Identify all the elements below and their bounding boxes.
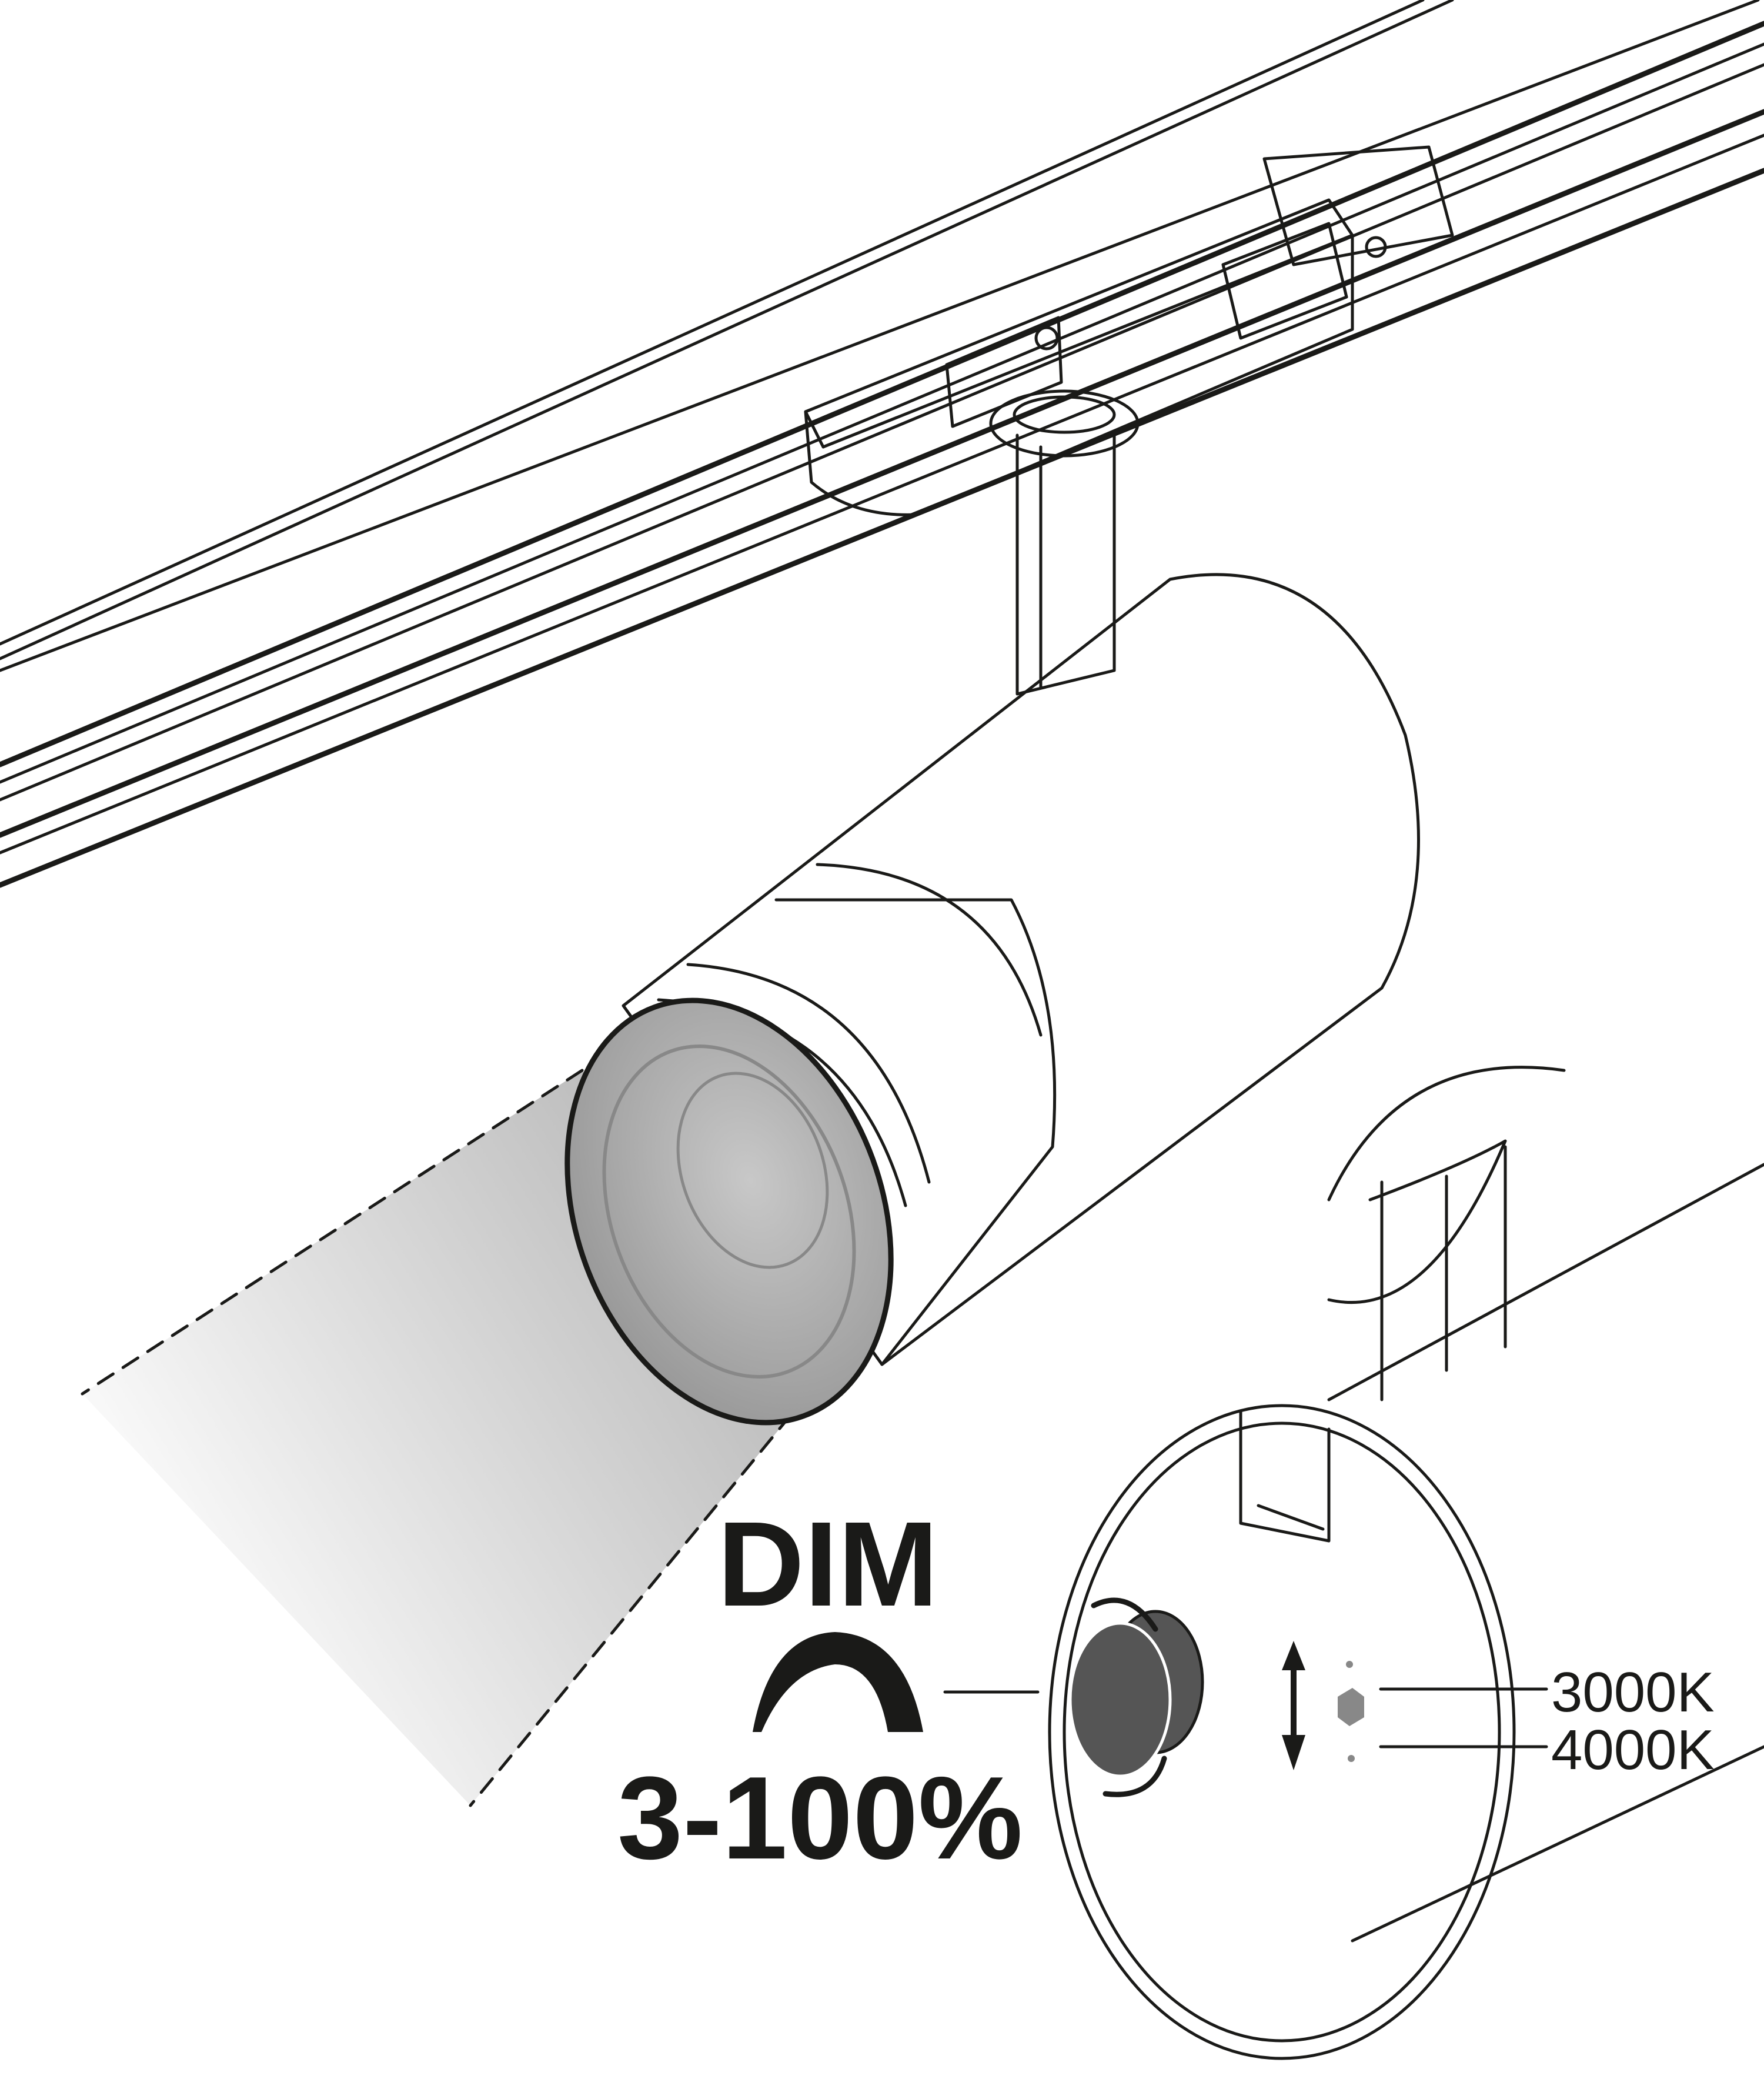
up-down-arrow-icon [1282, 1641, 1305, 1770]
rotate-arrow-icon [1091, 1597, 1158, 1632]
dim-arc-icon [753, 1632, 923, 1732]
spotlight-stem [989, 389, 1140, 696]
end-cap-detail [1048, 1066, 1764, 2060]
track-rail [0, 0, 1764, 888]
dim-range-label: 3-100% [617, 1753, 1023, 1884]
lens-opening [564, 997, 894, 1426]
track-adapter [804, 145, 1454, 516]
cct-4000k-label: 4000K [1551, 1718, 1715, 1781]
cct-3000k-label: 3000K [1551, 1661, 1715, 1724]
dim-label: DIM [717, 1497, 938, 1631]
spotlight-body [564, 573, 1420, 1426]
dimmer-knob [1068, 1597, 1204, 1797]
cct-switch [1282, 1641, 1364, 1770]
